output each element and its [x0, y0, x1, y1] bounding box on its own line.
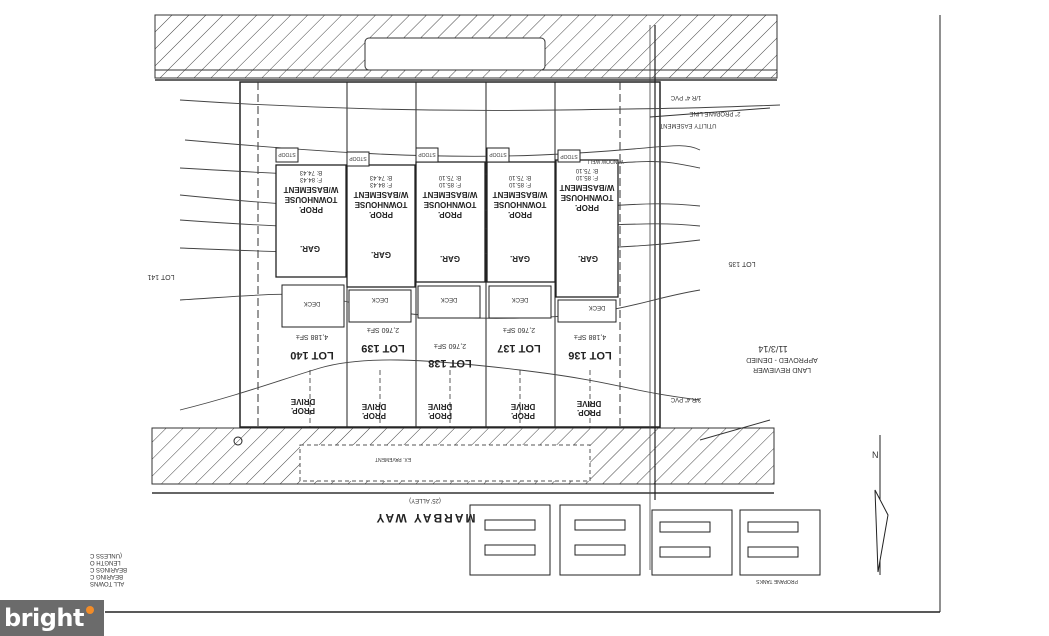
svg-text:DRIVE: DRIVE: [361, 402, 386, 411]
utility-easement-label: UTILITY EASEMENT: [659, 122, 716, 128]
svg-text:W/BASEMENT: W/BASEMENT: [493, 190, 548, 199]
lot-135-label: LOT 135: [728, 260, 755, 267]
brand-logo: bright: [0, 600, 104, 636]
garage-label: GAR.: [510, 254, 530, 263]
lot-area: 4,188 SF±: [296, 333, 328, 340]
propane-tanks: [469, 504, 821, 576]
drive-lines: [309, 370, 591, 427]
ipf-top-label: 1/R 4" PVC: [670, 94, 701, 100]
svg-text:PROP.: PROP.: [511, 411, 535, 420]
svg-text:DRIVE: DRIVE: [510, 402, 535, 411]
stoop-label: STOOP: [349, 155, 367, 161]
building-4-labels: PROP. TOWNHOUSE W/BASEMENT F: 85.10 B: 7…: [560, 167, 615, 212]
lot-141-label: LOT 141: [147, 273, 174, 280]
svg-text:B: 75.10: B: 75.10: [438, 174, 461, 180]
stoops: [275, 147, 581, 167]
svg-text:ALL TOWNS: ALL TOWNS: [90, 580, 124, 586]
svg-text:F: 85.10: F: 85.10: [508, 181, 531, 187]
stoop-label: STOOP: [489, 151, 507, 157]
svg-text:PROP.: PROP.: [299, 205, 323, 214]
street-sub: (25' ALLEY): [409, 497, 441, 503]
lot-label: LOT 136: [568, 349, 611, 361]
building-0-labels: PROP. TOWNHOUSE W/BASEMENT F: 84.43 B: 7…: [284, 169, 339, 214]
lot-label: LOT 139: [361, 342, 404, 354]
window-well-label: WINDOW WELL: [586, 158, 623, 164]
building-3-labels: PROP. TOWNHOUSE W/BASEMENT F: 85.10 B: 7…: [493, 174, 548, 219]
svg-text:PROP.: PROP.: [577, 408, 601, 417]
svg-text:PROP.: PROP.: [508, 210, 532, 219]
north-label: N: [872, 450, 879, 460]
lot-area: 4,188 SF±: [574, 333, 606, 340]
svg-text:PROP.: PROP.: [291, 406, 315, 415]
svg-text:F: 84.43: F: 84.43: [299, 176, 322, 182]
ex-pavement-label: EX. PAVEMENT: [375, 456, 411, 462]
street-name: MARBAY WAY: [375, 511, 476, 525]
svg-text:(UNLESS C: (UNLESS C: [89, 552, 122, 558]
svg-text:PROP.: PROP.: [438, 210, 462, 219]
svg-text:W/BASEMENT: W/BASEMENT: [354, 190, 409, 199]
svg-text:TOWNHOUSE: TOWNHOUSE: [423, 200, 476, 209]
building-outlines: [275, 159, 619, 298]
svg-text:PROP.: PROP.: [575, 203, 599, 212]
svg-text:PROP.: PROP.: [362, 411, 386, 420]
building-2-labels: PROP. TOWNHOUSE W/BASEMENT F: 85.10 B: 7…: [423, 174, 478, 219]
north-arrow: [874, 435, 889, 575]
stoop-label: STOOP: [278, 151, 296, 157]
deck-label: DECK: [589, 304, 606, 310]
svg-text:B: 75.10: B: 75.10: [508, 174, 531, 180]
garage-label: GAR.: [578, 254, 598, 263]
propane-line-label: 2" PROPANE LINE: [689, 110, 740, 116]
svg-text:DRIVE: DRIVE: [427, 402, 452, 411]
brand-logo-text: bright: [4, 604, 84, 632]
lot-label: LOT 140: [290, 349, 333, 361]
svg-text:TOWNHOUSE: TOWNHOUSE: [354, 200, 407, 209]
deck-label: DECK: [304, 300, 321, 306]
svg-text:W/BASEMENT: W/BASEMENT: [423, 190, 478, 199]
propane-tanks-label: PROPANE TANKS: [756, 578, 798, 584]
svg-text:F: 84.43: F: 84.43: [369, 181, 392, 187]
svg-text:B: 75.10: B: 75.10: [575, 167, 598, 173]
svg-text:BEARING C: BEARING C: [89, 573, 123, 579]
svg-text:TOWNHOUSE: TOWNHOUSE: [284, 195, 337, 204]
lot-area: 2,760 SF±: [503, 326, 535, 333]
svg-text:W/BASEMENT: W/BASEMENT: [284, 185, 339, 194]
svg-text:F: 85.10: F: 85.10: [438, 181, 461, 187]
deck-label: DECK: [512, 296, 529, 302]
lot-label: LOT 137: [497, 342, 540, 354]
svg-text:DRIVE: DRIVE: [290, 397, 315, 406]
svg-text:LENGTH O: LENGTH O: [90, 559, 121, 565]
svg-text:PROP.: PROP.: [428, 411, 452, 420]
drive-labels: PROP. DRIVE PROP. DRIVE PROP. DRIVE PROP…: [290, 397, 601, 420]
bottom-road-patch: [299, 444, 591, 482]
svg-text:DRIVE: DRIVE: [576, 399, 601, 408]
brand-logo-dot: [85, 606, 94, 614]
deck-label: DECK: [372, 296, 389, 302]
notes-block: ALL TOWNS BEARING C BEARINGS C LENGTH O …: [89, 552, 127, 586]
reviewer-label: LAND REVIEWER: [753, 366, 811, 373]
lot-area: 2,760 SF±: [434, 342, 466, 349]
approved-label: APPROVED - DENIED: [746, 356, 818, 363]
garage-label: GAR.: [300, 244, 320, 253]
svg-text:F: 85.10: F: 85.10: [575, 174, 598, 180]
svg-text:PROP.: PROP.: [369, 210, 393, 219]
top-road-patch: [364, 37, 546, 71]
svg-text:B: 74.43: B: 74.43: [299, 169, 322, 175]
stoop-label: STOOP: [418, 151, 436, 157]
garage-label: GAR.: [371, 250, 391, 259]
building-1-labels: PROP. TOWNHOUSE W/BASEMENT F: 84.43 B: 7…: [354, 174, 409, 219]
approval-date: 11/3/14: [758, 344, 787, 354]
svg-text:TOWNHOUSE: TOWNHOUSE: [560, 193, 613, 202]
svg-text:W/BASEMENT: W/BASEMENT: [560, 183, 615, 192]
ipf-bottom-label: 3/R 4" PVC: [670, 396, 701, 402]
svg-text:TOWNHOUSE: TOWNHOUSE: [493, 200, 546, 209]
lot-area: 2,760 SF±: [367, 326, 399, 333]
deck-label: DECK: [441, 296, 458, 302]
stoop-label: STOOP: [560, 153, 578, 159]
lot-label: LOT 138: [428, 357, 471, 369]
decks: [281, 284, 617, 328]
svg-text:BEARINGS C: BEARINGS C: [89, 566, 127, 572]
garage-label: GAR.: [440, 254, 460, 263]
svg-text:B: 74.43: B: 74.43: [369, 174, 392, 180]
